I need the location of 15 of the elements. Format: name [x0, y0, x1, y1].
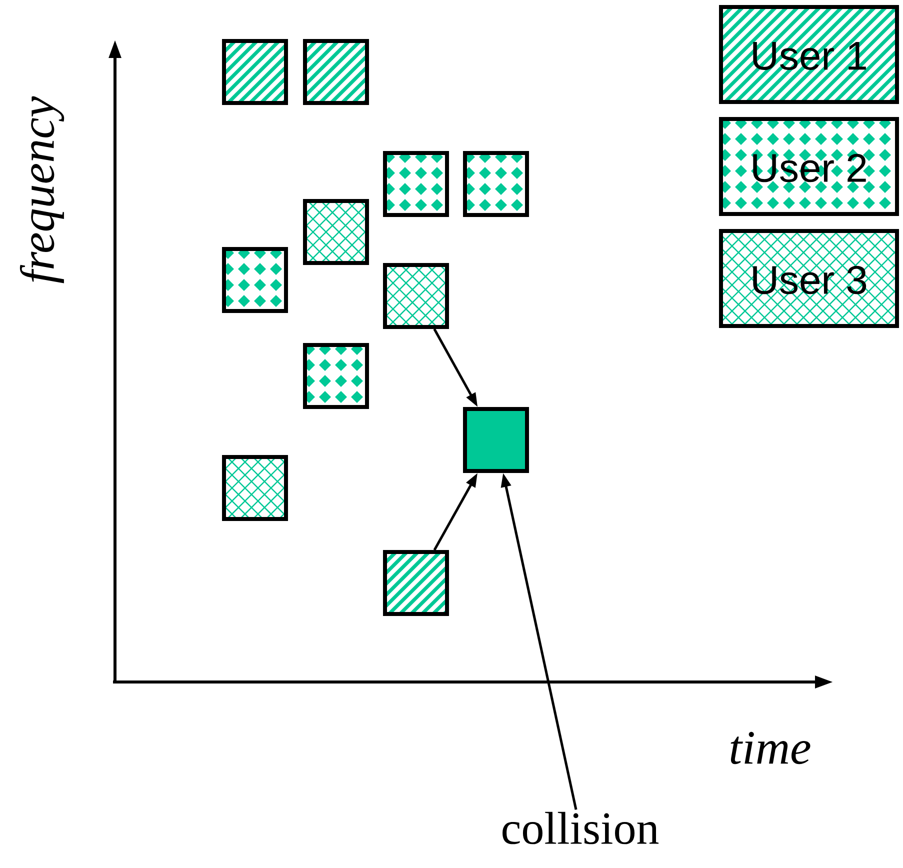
pattern-square	[222, 455, 288, 521]
pattern-square	[303, 199, 369, 265]
collision-square	[463, 407, 529, 473]
axis-label: time	[730, 732, 810, 764]
pattern-square	[303, 39, 369, 105]
pattern-square	[222, 39, 288, 105]
node-label: collision	[502, 812, 659, 844]
pattern-square	[383, 263, 449, 329]
axis-label: frequency	[20, 96, 64, 284]
pattern-square	[222, 247, 288, 313]
pattern-square	[383, 550, 449, 616]
pattern-square	[383, 151, 449, 217]
legend-box: User 1	[719, 5, 899, 104]
pattern-square	[303, 343, 369, 409]
pattern-square	[463, 151, 529, 217]
